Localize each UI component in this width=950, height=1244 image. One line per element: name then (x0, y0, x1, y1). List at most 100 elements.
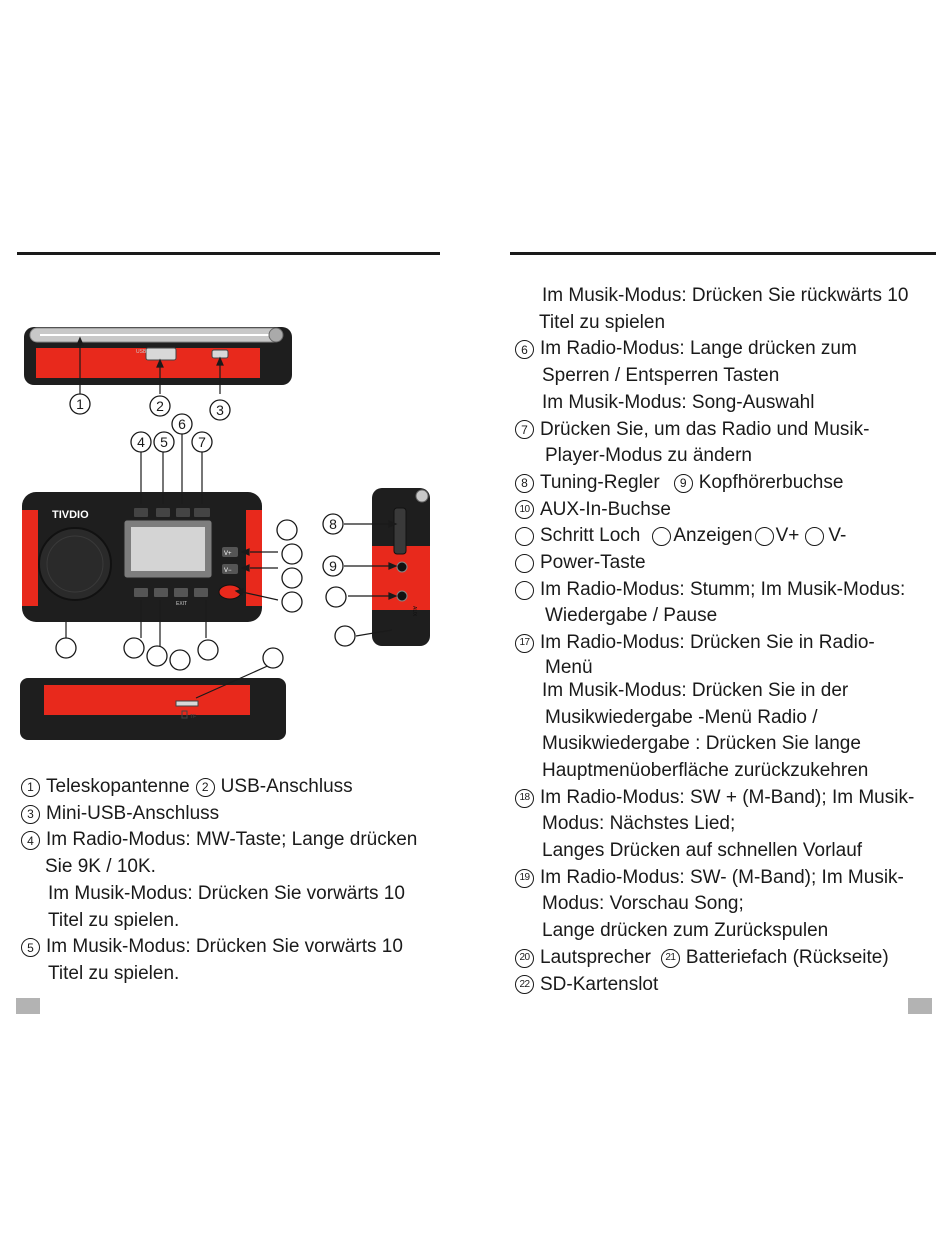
item-text: Kopfhörerbuchse (698, 471, 844, 493)
list-item: 5 Im Musik-Modus: Drücken Sie vorwärts 1… (21, 934, 417, 961)
empty-item-marker (805, 527, 825, 547)
item-text: Im Musik-Modus: Drücken Sie vorwärts 10 (46, 936, 403, 958)
item-text: Im Radio-Modus: Stumm; Im Musik-Modus: (540, 578, 906, 600)
continuation-line: Sie 9K / 10K. (45, 856, 156, 878)
callout-7 (191, 431, 213, 453)
list-item: 20 Lautsprecher 21 Batteriefach (Rücksei… (515, 945, 914, 972)
item-marker: 18 (515, 788, 534, 808)
left-page-marker (16, 998, 40, 1014)
item-text: V+ (775, 525, 800, 547)
continuation-line: Im Musik-Modus: Song-Auswahl (542, 391, 815, 413)
usb-port (145, 347, 177, 361)
item-text: Batteriefach (Rückseite) (685, 946, 889, 968)
continuation-line: Wiedergabe / Pause (545, 605, 718, 627)
item-marker: 7 (515, 420, 534, 440)
item-marker: 3 (21, 804, 40, 824)
callout-unnumbered-a (276, 519, 298, 541)
callout-2 (149, 395, 171, 417)
item-text: Anzeigen (673, 525, 753, 547)
list-item: Schritt Loch Anzeigen V+ V- (515, 523, 914, 550)
continuation-line: Im Musik-Modus: Drücken Sie in der (542, 679, 849, 701)
left-page-header-rule (17, 252, 440, 255)
list-item: 7 Drücken Sie, um das Radio und Musik- (515, 417, 914, 444)
item-text: Im Radio-Modus: Lange drücken zum (540, 338, 857, 360)
continuation-line: Hauptmenüoberfläche zurückzukehren (542, 759, 869, 781)
callout-6 (171, 413, 193, 435)
item-text: Drücken Sie, um das Radio und Musik- (540, 418, 870, 440)
device-front-view: TIVDIO V+ V− EXIT (22, 492, 262, 622)
item-text: Mini-USB-Anschluss (46, 802, 220, 824)
continuation-line: Titel zu spielen. (48, 962, 180, 984)
list-item: 4 Im Radio-Modus: MW-Taste; Lange drücke… (21, 827, 417, 854)
item-text: SD-Kartenslot (540, 973, 659, 995)
callout-5-number: 5 (160, 434, 168, 450)
callout-5 (153, 431, 175, 453)
tuning-wheel (393, 507, 407, 555)
continuation-line: Lange drücken zum Zurückspulen (542, 920, 829, 942)
device-side-view: AUX (372, 488, 430, 646)
continuation-line: Modus: Vorschau Song; (542, 893, 744, 915)
continuation-line: Modus: Nächstes Lied; (542, 813, 736, 835)
device-bottom-view: TF (20, 678, 286, 740)
list-item: 17 Im Radio-Modus: Drücken Sie in Radio- (515, 630, 914, 657)
list-item: 1 Teleskopantenne 2 USB-Anschluss (21, 774, 417, 801)
continuation-line: Musikwiedergabe -Menü Radio / (545, 706, 818, 728)
sd-card-slot (175, 700, 199, 707)
item-marker: 6 (515, 340, 534, 360)
empty-item-marker (652, 527, 672, 547)
continuation-line: Im Musik-Modus: Drücken Sie vorwärts 10 (48, 882, 405, 904)
callout-unnumbered-d (281, 591, 303, 613)
tf-label: TF (190, 714, 196, 720)
device-diagram: USB TIVDIO V+ V− EXIT AUX (20, 327, 430, 740)
right-page-header-rule (510, 252, 936, 255)
vol-down-label: V− (224, 568, 232, 574)
left-column-text: 1 Teleskopantenne 2 USB-Anschluss 3 Mini… (21, 774, 417, 988)
callout-unnumbered-e (325, 586, 347, 608)
empty-item-marker (515, 553, 534, 573)
item-text: Lautsprecher (540, 946, 651, 968)
callout-8 (322, 513, 344, 535)
vol-up-label: V+ (224, 551, 232, 557)
item-text: USB-Anschluss (220, 776, 353, 797)
vol-up-key (222, 547, 238, 557)
callout-unnumbered-c (281, 567, 303, 589)
empty-item-marker (515, 580, 534, 600)
continuation-line: Langes Drücken auf schnellen Vorlauf (542, 840, 863, 862)
continuation-line: Musikwiedergabe : Drücken Sie lange (542, 733, 861, 755)
item-marker: 22 (515, 975, 534, 995)
item-marker: 9 (673, 473, 693, 493)
list-item: 22 SD-Kartenslot (515, 972, 914, 999)
callout-7-number: 7 (198, 434, 206, 450)
item-marker: 19 (515, 868, 534, 888)
item-text: Im Radio-Modus: Drücken Sie in Radio- (540, 632, 875, 654)
callout-unnumbered-b (281, 543, 303, 565)
item-text: Im Radio-Modus: SW + (M-Band); Im Musik- (540, 786, 915, 808)
item-marker: 2 (195, 777, 215, 797)
item-text: Im Radio-Modus: SW- (M-Band); Im Musik- (540, 866, 904, 888)
item-marker: 10 (515, 500, 534, 520)
callout-unnumbered-k (197, 639, 219, 661)
continuation-line: Player-Modus zu ändern (545, 445, 752, 467)
speaker-grille (38, 527, 112, 601)
callout-3 (209, 399, 231, 421)
vol-down-key (222, 564, 238, 574)
list-item: Im Radio-Modus: Stumm; Im Musik-Modus: (515, 577, 914, 604)
continuation-line: Im Musik-Modus: Drücken Sie rückwärts 10 (542, 285, 909, 306)
callout-2-number: 2 (156, 398, 164, 414)
right-page-marker (908, 998, 932, 1014)
item-text: Im Radio-Modus: MW-Taste; Lange drücken (46, 829, 418, 851)
callout-unnumbered-f (334, 625, 356, 647)
callout-1-number: 1 (76, 396, 84, 412)
list-item: 6 Im Radio-Modus: Lange drücken zum (515, 336, 914, 363)
item-marker: 4 (21, 831, 40, 851)
callout-9 (322, 555, 344, 577)
item-marker: 20 (515, 948, 534, 968)
continuation-line: Titel zu spielen. (48, 909, 180, 931)
callout-9-number: 9 (329, 558, 337, 574)
aux-jack (396, 590, 408, 602)
item-marker: 8 (515, 473, 534, 493)
callout-unnumbered-i (146, 645, 168, 667)
item-marker: 21 (660, 948, 680, 968)
empty-item-marker (515, 527, 534, 547)
list-item: 18 Im Radio-Modus: SW + (M-Band); Im Mus… (515, 785, 914, 812)
